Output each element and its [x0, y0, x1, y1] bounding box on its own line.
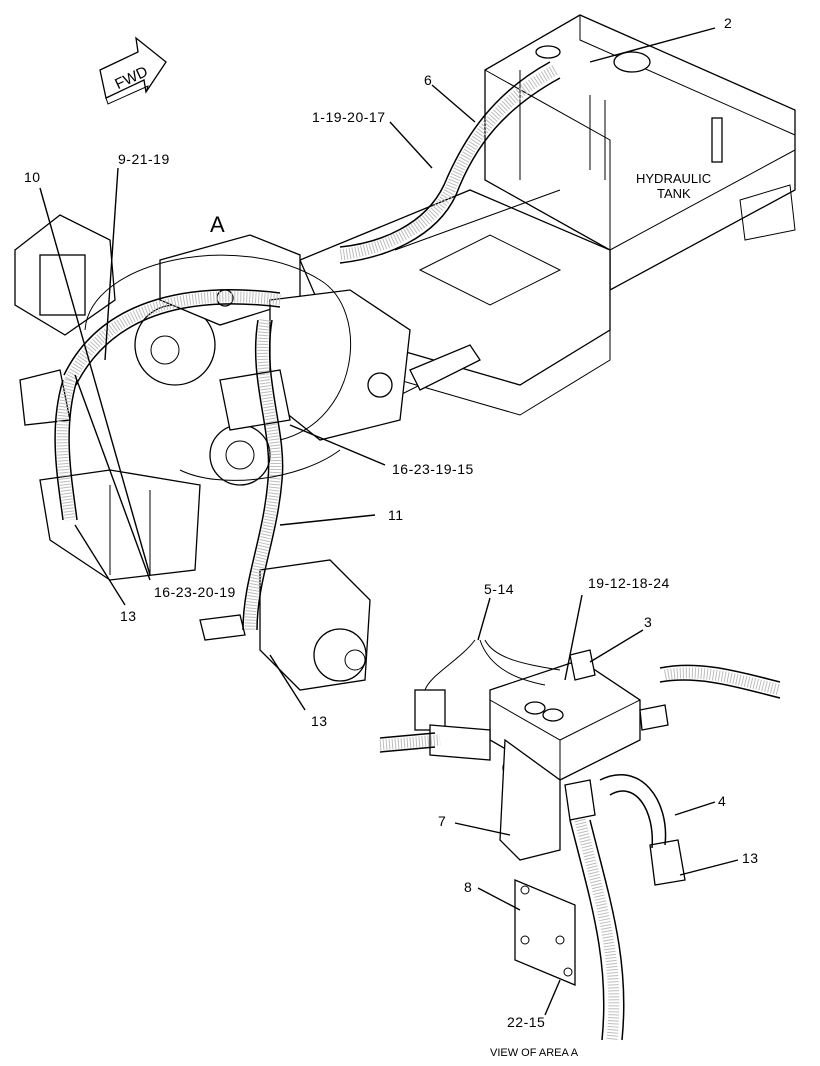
callout-10: 10	[24, 169, 41, 185]
fwd-arrow-icon: FWD	[99, 36, 167, 105]
pump-assembly	[159, 234, 411, 486]
view-caption: VIEW OF AREA A	[490, 1047, 579, 1059]
callout-8: 8	[464, 879, 472, 895]
callout-11: 11	[388, 507, 404, 523]
callout-9-21-19: 9-21-19	[118, 151, 170, 167]
callout-2: 2	[724, 15, 732, 31]
leader-lines	[39, 27, 739, 1016]
area-a-label: A	[210, 212, 225, 237]
callout-19-12-18-24: 19-12-18-24	[588, 575, 670, 591]
callout-5-14: 5-14	[484, 581, 514, 597]
hose-10	[54, 289, 281, 521]
callout-22-15: 22-15	[507, 1014, 545, 1030]
area-a-detail	[414, 649, 686, 986]
callout-6: 6	[424, 72, 432, 88]
callout-16-23-19-15: 16-23-19-15	[392, 461, 474, 477]
lower-motor	[199, 559, 371, 691]
callout-1-19-20-17: 1-19-20-17	[312, 109, 386, 125]
hose-loop	[84, 254, 351, 481]
callout-16-23-20-19: 16-23-20-19	[154, 584, 236, 600]
callout-3: 3	[644, 614, 652, 630]
callout-13-mid: 13	[311, 713, 328, 729]
hydraulic-tank: HYDRAULIC TANK	[484, 14, 796, 292]
callout-13-right: 13	[742, 850, 759, 866]
callout-4: 4	[718, 793, 726, 809]
callout-7: 7	[438, 813, 446, 829]
detail-hoses	[379, 639, 782, 1041]
tank-label-line1: HYDRAULIC	[636, 171, 711, 186]
tank-label-line2: TANK	[657, 186, 691, 201]
hose-6	[339, 61, 561, 264]
callout-13-left: 13	[120, 608, 137, 624]
hose-11	[242, 319, 284, 631]
